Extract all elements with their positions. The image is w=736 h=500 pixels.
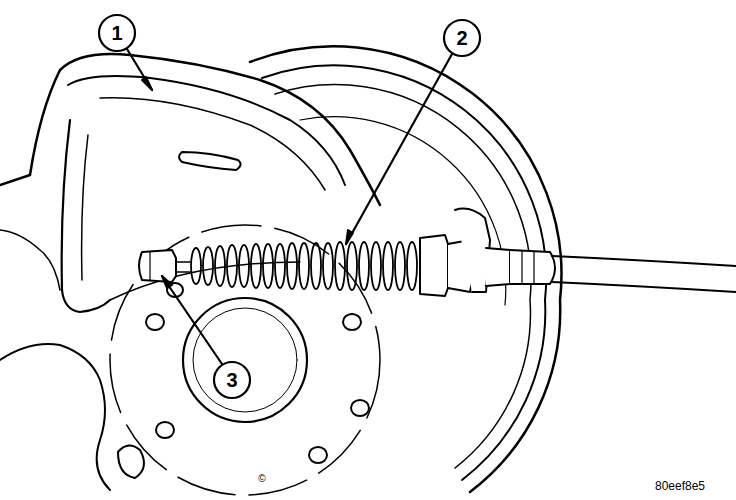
cable-end bbox=[149, 252, 150, 280]
cable-fitting bbox=[510, 250, 555, 284]
leader-arrowhead bbox=[142, 77, 152, 90]
knuckle-lower bbox=[0, 344, 110, 490]
leader-line bbox=[162, 276, 222, 364]
cable-fitting bbox=[486, 248, 510, 286]
backing-plate-ring bbox=[262, 65, 546, 480]
bolt-hole bbox=[351, 400, 369, 416]
cable-fitting bbox=[522, 251, 534, 284]
backing-plate-ring bbox=[300, 117, 506, 305]
copyright-mark: © bbox=[258, 474, 265, 484]
knuckle-boss bbox=[118, 445, 144, 478]
leader-arrowhead bbox=[346, 230, 353, 244]
callout-number: 1 bbox=[111, 23, 122, 43]
figure-code: 80eef8e5 bbox=[655, 480, 705, 492]
knuckle-outline bbox=[0, 54, 380, 205]
callout-circle bbox=[99, 15, 135, 51]
spring bbox=[191, 242, 417, 290]
cable bbox=[552, 256, 736, 266]
bolt-hole bbox=[146, 314, 164, 330]
callout-circle bbox=[444, 20, 480, 56]
callout-circle bbox=[214, 362, 250, 398]
knuckle-edge bbox=[100, 98, 325, 190]
callout-number: 3 bbox=[226, 370, 237, 390]
hub-bore bbox=[193, 308, 297, 412]
leader-line bbox=[346, 54, 452, 244]
cable-fitting bbox=[420, 235, 448, 296]
hub-bore bbox=[183, 298, 307, 422]
knuckle-arm bbox=[0, 230, 60, 290]
hub-ring bbox=[110, 225, 380, 495]
cable-end bbox=[176, 262, 190, 272]
callout-number: 2 bbox=[456, 28, 467, 48]
knuckle-arm bbox=[62, 120, 110, 312]
backing-plate-edge bbox=[250, 46, 561, 492]
knuckle-slot bbox=[179, 152, 241, 170]
knuckle-arm bbox=[82, 135, 88, 280]
cable-end bbox=[139, 250, 176, 282]
bolt-hole bbox=[309, 447, 327, 463]
cable-clip bbox=[455, 209, 490, 292]
knuckle-edge bbox=[68, 76, 345, 185]
bolt-hole bbox=[343, 314, 361, 330]
bolt-hole bbox=[156, 422, 174, 438]
leader-line bbox=[127, 49, 152, 90]
leader-arrowhead bbox=[162, 276, 172, 288]
cable bbox=[552, 282, 736, 292]
